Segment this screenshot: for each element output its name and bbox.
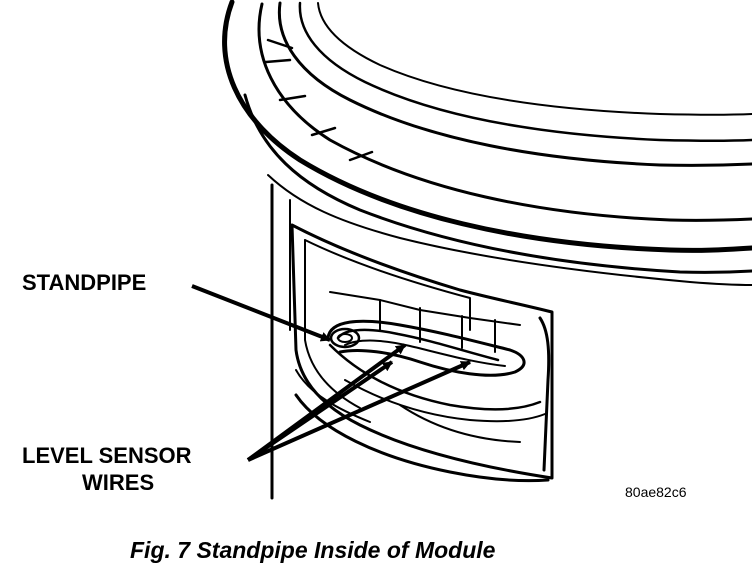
wires-arrow-3 bbox=[247, 360, 471, 462]
body-lower-curve bbox=[294, 393, 550, 483]
wires-arrow-2 bbox=[246, 360, 394, 462]
standpipe-end-inner bbox=[337, 333, 353, 343]
reservoir-cup-3 bbox=[399, 404, 521, 443]
outer-flange-rim bbox=[222, 0, 752, 253]
level-sensor-label-line1: LEVEL SENSOR bbox=[22, 443, 192, 468]
reservoir-cup-2 bbox=[344, 379, 546, 423]
window-right-frame bbox=[538, 316, 551, 472]
flange-rim-inner bbox=[257, 2, 752, 222]
standpipe-arrow bbox=[191, 284, 331, 342]
standpipe-end bbox=[329, 327, 361, 349]
module-outline bbox=[222, 0, 752, 500]
standpipe-top bbox=[326, 319, 526, 377]
standpipe-coil-inner bbox=[336, 328, 500, 362]
callout-arrows bbox=[191, 284, 471, 462]
window-inner-frame bbox=[304, 239, 471, 331]
standpipe-label: STANDPIPE bbox=[22, 270, 146, 295]
ring-ribs bbox=[264, 38, 374, 162]
window-left-inner bbox=[304, 239, 361, 409]
standpipe-coil-inner-2 bbox=[344, 339, 506, 367]
image-code: 80ae82c6 bbox=[625, 484, 687, 500]
window-opening bbox=[290, 223, 554, 480]
top-ring-2 bbox=[298, 1, 752, 142]
flange-lower-edge bbox=[243, 93, 752, 274]
flange-lower-edge-2 bbox=[267, 174, 752, 286]
level-sensor-label-line2: WIRES bbox=[82, 470, 154, 495]
figure-caption: Fig. 7 Standpipe Inside of Module bbox=[130, 537, 496, 563]
top-ring-3 bbox=[317, 2, 752, 116]
top-ring-1 bbox=[277, 1, 752, 167]
reservoir-cup bbox=[328, 343, 542, 411]
